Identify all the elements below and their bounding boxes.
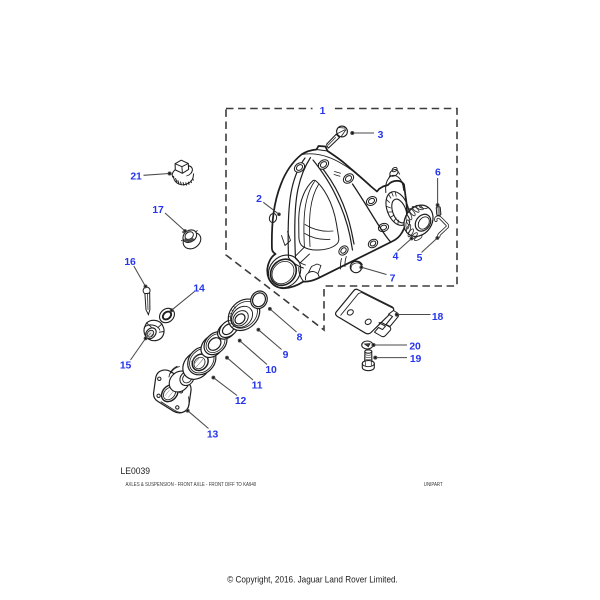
svg-text:UNIPART: UNIPART (424, 482, 443, 489)
svg-text:12: 12 (235, 396, 247, 407)
svg-text:AXLES & SUSPENSION - FRONT AXL: AXLES & SUSPENSION - FRONT AXLE - FRONT … (126, 482, 257, 489)
svg-text:3: 3 (378, 130, 384, 141)
svg-text:1: 1 (320, 106, 326, 117)
svg-text:13: 13 (207, 430, 219, 441)
svg-text:10: 10 (265, 365, 277, 376)
svg-text:© Copyright, 2016. Jaguar Land: © Copyright, 2016. Jaguar Land Rover Lim… (227, 574, 398, 585)
svg-text:21: 21 (130, 172, 142, 183)
svg-text:LE0039: LE0039 (121, 466, 150, 476)
svg-text:14: 14 (193, 284, 205, 295)
svg-text:17: 17 (152, 205, 164, 216)
svg-text:7: 7 (390, 274, 396, 285)
svg-text:11: 11 (252, 381, 263, 392)
svg-text:19: 19 (410, 354, 422, 365)
svg-text:18: 18 (432, 312, 444, 323)
svg-text:2: 2 (256, 194, 262, 205)
svg-text:6: 6 (435, 168, 441, 179)
svg-text:9: 9 (283, 350, 289, 361)
svg-text:15: 15 (120, 361, 132, 372)
svg-text:16: 16 (124, 257, 136, 268)
svg-text:5: 5 (417, 253, 423, 264)
svg-text:20: 20 (409, 342, 421, 353)
svg-text:4: 4 (393, 252, 399, 263)
svg-text:8: 8 (297, 333, 303, 344)
